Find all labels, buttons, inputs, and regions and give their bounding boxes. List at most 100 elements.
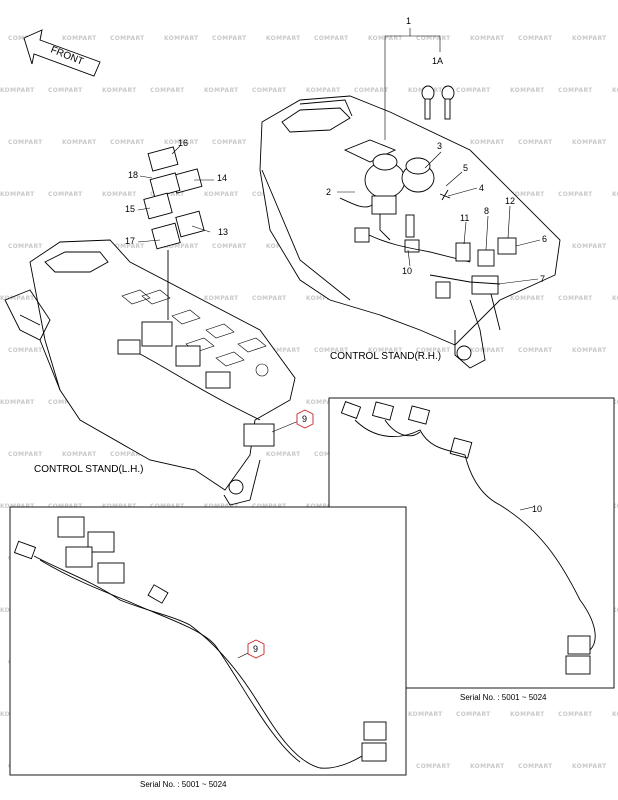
watermark-text: KOMPART (306, 295, 341, 302)
watermark-text: KOMPART (164, 35, 199, 42)
callout-14: 14 (217, 173, 227, 183)
watermark-text: KOMPART (470, 347, 505, 354)
watermark-text: COMPART (558, 87, 593, 94)
watermark-text: KOMPART (612, 295, 618, 302)
watermark-text: COMPART (314, 35, 349, 42)
watermark-text: COMPART (8, 347, 43, 354)
watermark-text: KOMPART (0, 191, 35, 198)
watermark-text: COMPART (416, 763, 451, 770)
callout-9-stand: 9 (296, 409, 314, 429)
callout-6: 6 (542, 234, 547, 244)
callout-12: 12 (505, 196, 515, 206)
watermark-text: KOMPART (408, 711, 443, 718)
watermark-text: COMPART (518, 139, 553, 146)
watermark-text: KOMPART (266, 347, 301, 354)
watermark-text: COMPART (8, 243, 43, 250)
watermark-text: COMPART (314, 347, 349, 354)
callout-11: 11 (460, 213, 469, 223)
watermark-text: COMPART (252, 295, 287, 302)
watermark-text: KOMPART (612, 607, 618, 614)
key-icon (421, 85, 455, 120)
watermark-text: COMPART (518, 763, 553, 770)
watermark-text: COMPART (150, 87, 185, 94)
detail-box-lh-harness (9, 506, 407, 776)
watermark-text: KOMPART (0, 87, 35, 94)
watermark-text: KOMPART (470, 763, 505, 770)
watermark-text: KOMPART (470, 35, 505, 42)
callout-18: 18 (128, 170, 138, 180)
svg-text:9: 9 (302, 414, 307, 424)
watermark-text: COMPART (558, 711, 593, 718)
watermark-text: KOMPART (612, 191, 618, 198)
watermark-text: KOMPART (102, 503, 137, 510)
watermark-text: COMPART (48, 87, 83, 94)
callout-1: 1 (406, 16, 411, 26)
watermark-text: COMPART (212, 139, 247, 146)
callout-8: 8 (484, 206, 489, 216)
watermark-text: COMPART (48, 399, 83, 406)
callout-7: 7 (540, 274, 545, 284)
watermark-text: KOMPART (612, 711, 618, 718)
watermark-text: COMPART (456, 87, 491, 94)
control-stand-lh (4, 146, 296, 506)
callout-5: 5 (463, 163, 468, 173)
watermark-text: KOMPART (306, 87, 341, 94)
watermark-text: KOMPART (62, 139, 97, 146)
callout-labels: 1 1A 2 3 4 5 6 7 8 11 12 10 16 18 14 15 … (125, 16, 547, 659)
callout-1a: 1A (432, 56, 443, 66)
watermark-text: KOMPART (368, 35, 403, 42)
watermark-text: KOMPART (204, 503, 239, 510)
watermark-text: COMPART (8, 139, 43, 146)
watermark-text: COMPART (110, 243, 145, 250)
svg-text:9: 9 (253, 644, 258, 654)
watermark-text: KOMPART (0, 295, 35, 302)
watermark-text: KOMPART (306, 503, 341, 510)
callout-2: 2 (326, 187, 331, 197)
serial-no-lh: Serial No. : 5001 ~ 5024 (140, 780, 227, 789)
watermark-text: KOMPART (572, 763, 607, 770)
watermark-text: COMPART (558, 191, 593, 198)
watermark-text: COMPART (416, 35, 451, 42)
watermark-text: KOMPART (204, 191, 239, 198)
watermark-text: KOMPART (266, 451, 301, 458)
callout-9-detail: 9 (247, 639, 265, 659)
watermark-text: COMPART (110, 139, 145, 146)
watermark-text: KOMPART (102, 87, 137, 94)
watermark-text: COMPART (212, 35, 247, 42)
watermark-text: KOMPART (0, 399, 35, 406)
watermark-text: KOMPART (470, 139, 505, 146)
callout-17: 17 (125, 236, 135, 246)
watermark-text: COMPART (48, 503, 83, 510)
caption-control-stand-lh: CONTROL STAND(L.H.) (34, 464, 143, 475)
callout-4: 4 (479, 183, 484, 193)
watermark-text: KOMPART (572, 347, 607, 354)
watermark-text: COMPART (416, 347, 451, 354)
watermark-text: KOMPART (612, 399, 618, 406)
watermark-text: KOMPART (0, 503, 35, 510)
watermark-text: KOMPART (204, 87, 239, 94)
serial-no-rh: Serial No. : 5001 ~ 5024 (460, 693, 547, 702)
watermark-text: COMPART (150, 503, 185, 510)
caption-control-stand-rh: CONTROL STAND(R.H.) (330, 351, 441, 362)
watermark-text: COMPART (518, 347, 553, 354)
watermark-text: COMPART (252, 87, 287, 94)
watermark-text: COMPART (518, 35, 553, 42)
watermark-text: KOMPART (510, 87, 545, 94)
watermark-text: KOMPART (306, 399, 341, 406)
watermark-text: COMPART (354, 87, 389, 94)
watermark-text: KOMPART (510, 711, 545, 718)
callout-13: 13 (218, 227, 228, 237)
watermark-text: KOMPART (266, 35, 301, 42)
watermark-text: KOMPART (164, 139, 199, 146)
watermark-text: KOMPART (572, 35, 607, 42)
watermark-text: KOMPART (572, 139, 607, 146)
watermark-text: KOMPART (62, 35, 97, 42)
callout-10-detail: 10 (532, 504, 542, 514)
watermark-text: KOMPART (368, 347, 403, 354)
control-stand-rh (259, 85, 561, 369)
watermark-text: KOMPART (510, 191, 545, 198)
watermark-text: KOMPART (510, 295, 545, 302)
callout-16: 16 (178, 138, 188, 148)
watermark-text: COMPART (212, 243, 247, 250)
